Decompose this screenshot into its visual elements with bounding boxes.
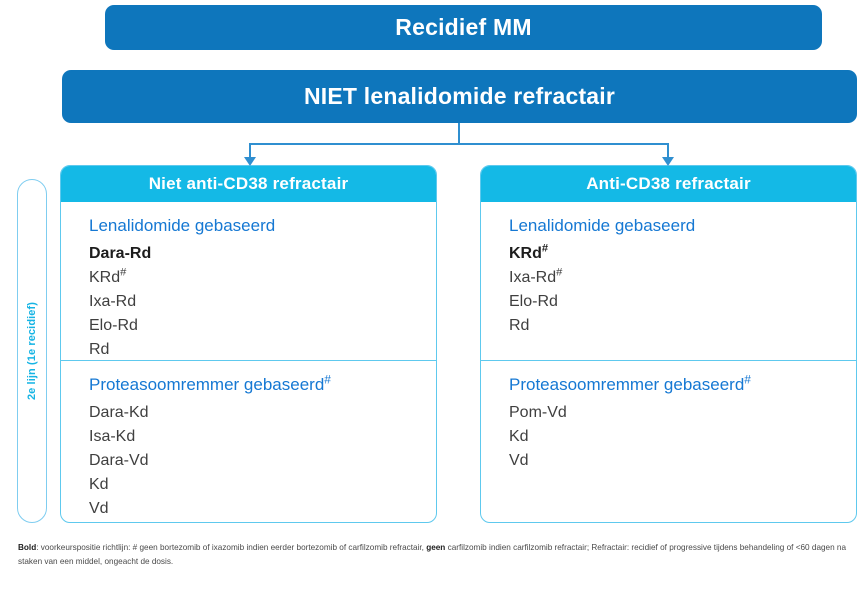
list-item: KRd# [509,242,856,266]
banner-niet-lenalidomide-refractair: NIET lenalidomide refractair [62,70,857,123]
list-item: Elo-Rd [509,290,856,314]
footnote-bold-lead: Bold [18,543,37,552]
regimen-name: Rd [89,340,110,358]
section-title: Lenalidomide gebaseerd [509,214,856,239]
card-left-header: Niet anti-CD38 refractair [61,166,436,202]
list-item: Kd [89,473,436,497]
regimen-name: KRd [89,268,121,286]
card-left-header-label: Niet anti-CD38 refractair [148,174,349,193]
list-item: KRd# [89,266,436,290]
regimen-name: Vd [89,499,109,517]
list-item: Dara-Vd [89,449,436,473]
regimen-name: Dara-Vd [89,451,149,469]
regimen-name: Elo-Rd [89,316,138,334]
list-item: Rd [509,314,856,338]
connector-stem [458,123,460,145]
footnote-bold-mid: geen [426,543,446,552]
list-item: Dara-Kd [89,401,436,425]
section-title-text: Proteasoomremmer gebaseerd [509,375,745,394]
regimen-superscript: # [556,266,563,279]
footnote-part-2: carfilzomib indien carfilzomib refractai… [18,543,847,566]
arrow-down-icon-right [662,157,674,166]
phase-rail-label: 2e lijn (1e recidief) [26,301,38,401]
section-title-text: Proteasoomremmer gebaseerd [89,375,325,394]
footnote: Bold: voorkeurspositie richtlijn: # geen… [18,541,858,568]
list-item: Ixa-Rd# [509,266,856,290]
list-item: Ixa-Rd [89,290,436,314]
regimen-name: Kd [89,475,109,493]
list-item: Dara-Rd [89,242,436,266]
section-title-superscript: # [744,372,751,387]
list-item: Kd [509,425,856,449]
banner-niet-lenalidomide-refractair-label: NIET lenalidomide refractair [303,83,616,109]
regimen-name: KRd [509,244,542,262]
card-anti-cd38-refractair: Anti-CD38 refractair Lenalidomide gebase… [480,165,857,523]
connector-drop-left [249,143,251,159]
list-item: Vd [89,497,436,521]
regimen-name: Pom-Vd [509,403,567,421]
regimen-name: Ixa-Rd [89,292,137,310]
card-right-section-lenalidomide: Lenalidomide gebaseerd KRd# Ixa-Rd# Elo-… [481,202,856,361]
regimen-name: Vd [509,451,529,469]
banner-recidief-mm: Recidief MM [105,5,822,50]
regimen-name: Dara-Rd [89,244,152,262]
section-title: Proteasoomremmer gebaseerd# [509,373,856,398]
regimen-superscript: # [541,242,549,255]
section-title-superscript: # [324,372,331,387]
banner-recidief-mm-label: Recidief MM [395,14,532,40]
regimen-name: Kd [509,427,529,445]
list-item: Pom-Vd [509,401,856,425]
section-title: Lenalidomide gebaseerd [89,214,436,239]
section-title-text: Lenalidomide gebaseerd [89,216,276,235]
connector-drop-right [667,143,669,159]
card-right-header-label: Anti-CD38 refractair [586,174,751,193]
card-left-section-proteasoomremmer: Proteasoomremmer gebaseerd# Dara-Kd Isa-… [61,361,436,522]
regimen-name: Rd [509,316,530,334]
regimen-name: Elo-Rd [509,292,558,310]
list-item: Elo-Rd [89,314,436,338]
regimen-superscript: # [120,266,127,279]
regimen-name: Dara-Kd [89,403,149,421]
list-item: Isa-Kd [89,425,436,449]
section-title: Proteasoomremmer gebaseerd# [89,373,436,398]
phase-rail: 2e lijn (1e recidief) [17,179,47,523]
list-item: Rd [89,338,436,362]
card-niet-anti-cd38-refractair: Niet anti-CD38 refractair Lenalidomide g… [60,165,437,523]
arrow-down-icon-left [244,157,256,166]
regimen-name: Isa-Kd [89,427,136,445]
list-item: Vd [509,449,856,473]
card-right-header: Anti-CD38 refractair [481,166,856,202]
footnote-part-1: : voorkeurspositie richtlijn: # geen bor… [36,543,427,552]
card-left-section-lenalidomide: Lenalidomide gebaseerd Dara-Rd KRd# Ixa-… [61,202,436,361]
section-title-text: Lenalidomide gebaseerd [509,216,696,235]
connector-horizontal-bar [249,143,669,145]
card-right-section-proteasoomremmer: Proteasoomremmer gebaseerd# Pom-Vd Kd Vd [481,361,856,522]
regimen-name: Ixa-Rd [509,268,557,286]
